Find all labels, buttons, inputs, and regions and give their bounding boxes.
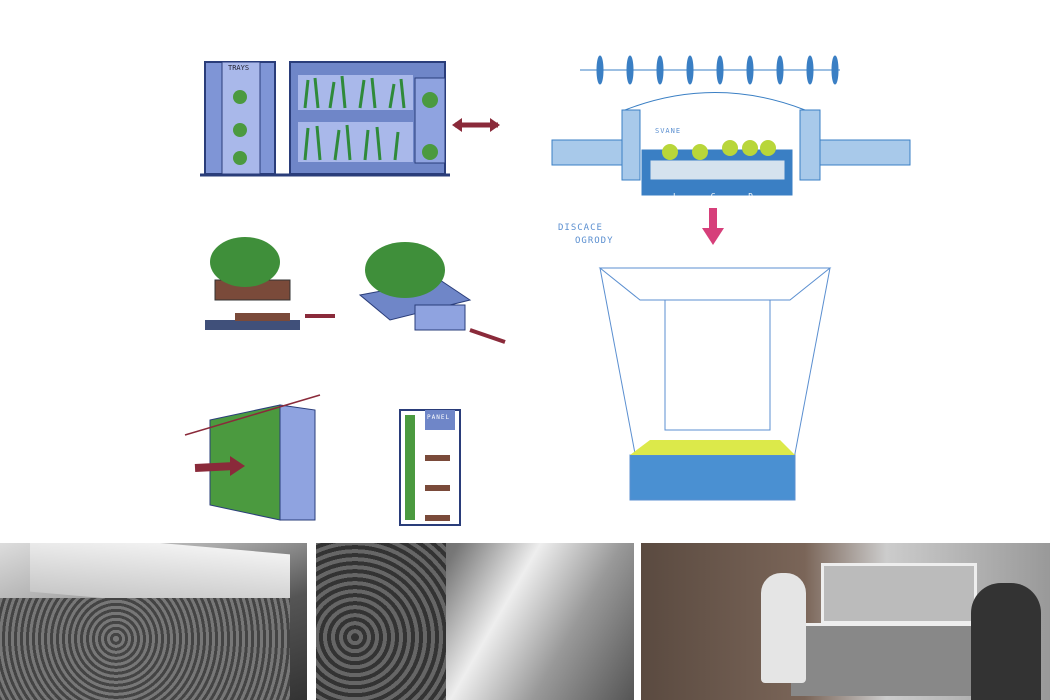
handwritten-note-line1: DISCACE [558, 223, 603, 233]
tag-trays: TRAYS [228, 64, 250, 72]
lcd-label: L C D [673, 192, 768, 201]
sketch-planters [205, 237, 472, 331]
sketch-room [598, 267, 832, 501]
sketch-board [184, 55, 911, 526]
photo-indoor-jungle [316, 543, 634, 700]
sketch-green-wall [209, 404, 461, 526]
handwritten-note-line2: OGRODY [575, 236, 614, 246]
sensor-label: SVANE [655, 127, 682, 135]
sketch-vertical-shelves [200, 61, 450, 177]
photo-greenhouse [0, 543, 307, 700]
sketch-section [551, 55, 911, 196]
down-arrow [709, 208, 717, 230]
tag-panel: PANEL [427, 414, 451, 421]
photo-indoor-garden-cabinet [641, 543, 1050, 700]
